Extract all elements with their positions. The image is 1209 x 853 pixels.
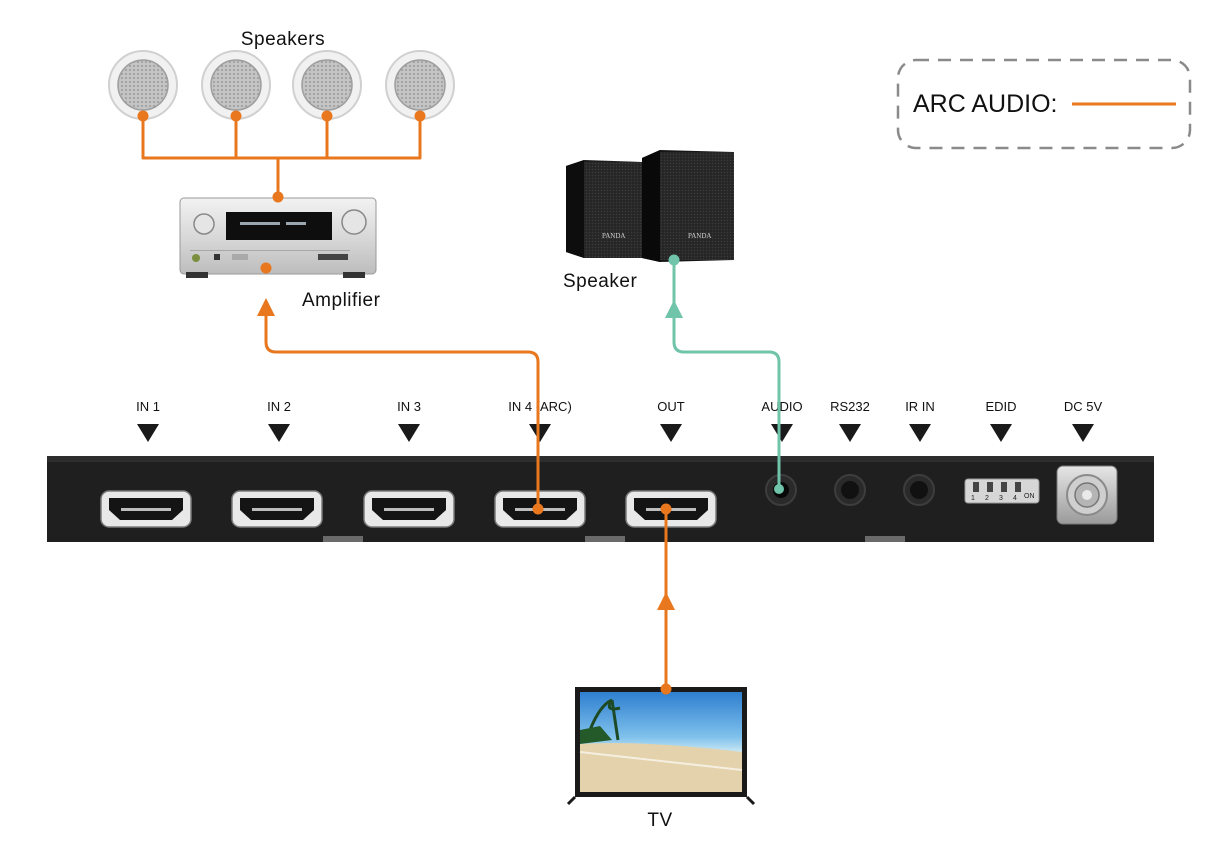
port-label-out: OUT [657, 399, 685, 414]
tv-label: TV [647, 810, 672, 831]
port-label-in3: IN 3 [397, 399, 421, 414]
amplifier-icon [179, 197, 377, 278]
arc-markers [137, 110, 675, 695]
connection-dot [260, 262, 272, 274]
bookshelf-speakers-icon: PANDA PANDA [566, 150, 734, 262]
port-label-ir-in: IR IN [905, 399, 935, 414]
legend-box [896, 58, 1192, 150]
connection-dot [414, 110, 426, 122]
port-marker-icon [268, 424, 290, 442]
speakers-label: Speakers [241, 29, 325, 50]
port-labels: IN 1 IN 2 IN 3 IN 4 (ARC) OUT AUDIO RS23… [136, 399, 1102, 414]
arrow-up-icon [657, 592, 675, 610]
hdmi-port-in3[interactable] [363, 490, 455, 528]
arrow-up-icon [257, 298, 275, 316]
port-marker-icon [909, 424, 931, 442]
connection-dot [230, 110, 242, 122]
speaker-label: Speaker [563, 271, 637, 292]
port-label-edid: EDID [985, 399, 1016, 414]
port-marker-icon [137, 424, 159, 442]
port-label-in4-arc: IN 4 (ARC) [508, 399, 572, 414]
port-marker-icon [529, 424, 551, 442]
hdmi-switch-device: 1 2 3 4 ON [47, 456, 1154, 542]
ir-in-port[interactable] [903, 474, 935, 506]
port-marker-icon [1072, 424, 1094, 442]
ceiling-speaker-icon [292, 50, 362, 120]
ceiling-speakers [108, 50, 455, 120]
audio-to-speaker-line [672, 262, 781, 489]
dip-on-label: ON [1024, 493, 1035, 500]
port-label-in2: IN 2 [267, 399, 291, 414]
dip-number: 1 [971, 495, 975, 502]
hdmi-port-in1[interactable] [100, 490, 192, 528]
dip-number: 4 [1013, 495, 1017, 502]
dc-power-jack[interactable] [1056, 465, 1118, 525]
connection-dot [272, 191, 284, 203]
speaker-brand-label: PANDA [602, 232, 625, 240]
rs232-port[interactable] [834, 474, 866, 506]
analog-audio-connection [665, 254, 784, 494]
port-marker-icon [990, 424, 1012, 442]
speaker-brand-label: PANDA [688, 232, 711, 240]
port-marker-icon [398, 424, 420, 442]
port-label-audio: AUDIO [761, 399, 802, 414]
amplifier-label: Amplifier [302, 290, 381, 311]
port-label-dc-5v: DC 5V [1064, 399, 1103, 414]
speaker-bus-line [141, 116, 422, 160]
legend-label: ARC AUDIO: [913, 90, 1057, 118]
connection-dot [660, 503, 672, 515]
arc-to-amplifier-line [264, 312, 540, 509]
connection-dot [321, 110, 333, 122]
port-marker-icon [660, 424, 682, 442]
ceiling-speaker-icon [201, 50, 271, 120]
dip-number: 2 [985, 495, 989, 502]
ceiling-speaker-icon [108, 50, 178, 120]
dip-number: 3 [999, 495, 1003, 502]
port-marker-icon [839, 424, 861, 442]
connection-dot [660, 683, 672, 695]
connection-dot [137, 110, 149, 122]
port-marker-icon [771, 424, 793, 442]
connection-dot [774, 484, 784, 494]
hdmi-port-in2[interactable] [231, 490, 323, 528]
legend: ARC AUDIO: [896, 58, 1192, 150]
port-label-in1: IN 1 [136, 399, 160, 414]
edid-dip-switch[interactable]: 1 2 3 4 ON [964, 478, 1040, 504]
ceiling-speaker-icon [385, 50, 455, 120]
tv-icon [566, 687, 756, 806]
port-label-rs232: RS232 [830, 399, 870, 414]
connection-dot [668, 254, 680, 266]
arrow-up-icon [665, 300, 683, 318]
connection-dot [532, 503, 544, 515]
port-markers [137, 424, 1094, 442]
